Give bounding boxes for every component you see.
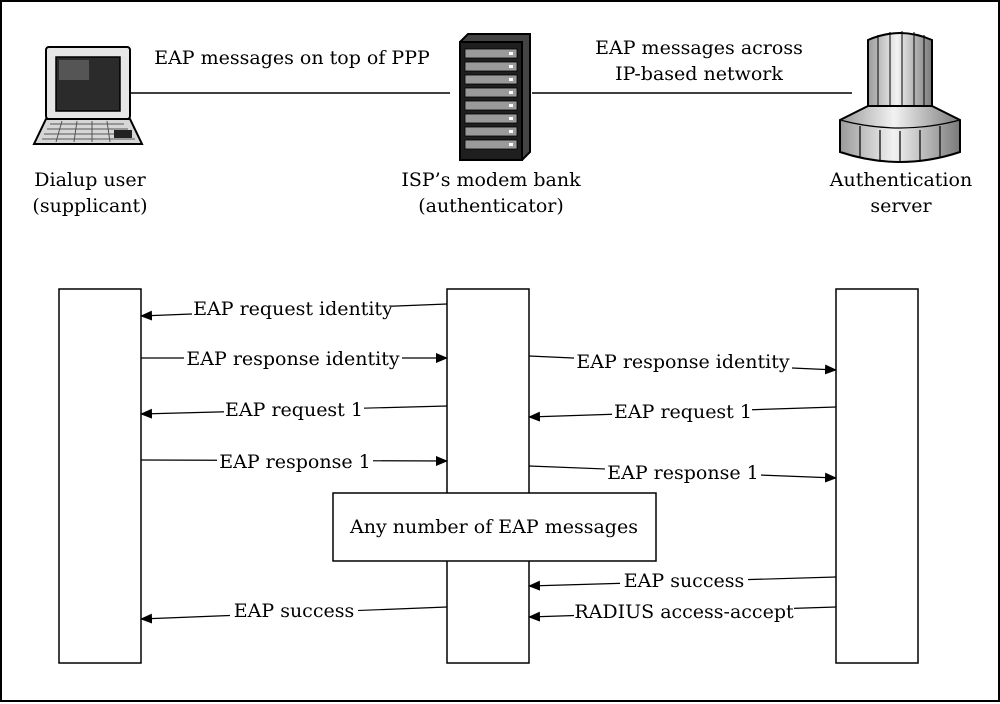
modem-bank-icon: [459, 33, 531, 161]
label-bg: [192, 296, 392, 320]
note-box: [332, 492, 657, 562]
authenticator-label-line1: ISP’s modem bank: [401, 169, 581, 191]
msg-response-1-left: EAP response 1: [219, 451, 370, 473]
supplicant-lifeline: [58, 288, 142, 664]
msg-response-identity-left: EAP response identity: [186, 348, 399, 370]
server-label-line1: Authentication: [829, 169, 972, 191]
link-label-right-line1: EAP messages across: [595, 37, 803, 59]
label-bg: [217, 449, 373, 473]
supplicant-label-line1: Dialup user: [34, 169, 146, 191]
msg-eap-success-left: EAP success: [234, 600, 354, 622]
link-label-left: EAP messages on top of PPP: [154, 47, 430, 69]
server-lifeline: [835, 288, 919, 664]
label-bg: [620, 569, 748, 593]
msg-response-1-right: EAP response 1: [607, 462, 758, 484]
msg-request-1-right: EAP request 1: [614, 401, 752, 423]
laptop-icon: [32, 46, 144, 145]
msg-radius-accept: RADIUS access-accept: [574, 601, 794, 623]
label-bg: [612, 399, 752, 423]
label-bg: [574, 599, 794, 623]
label-bg: [574, 349, 792, 373]
supplicant-label-line2: (supplicant): [32, 195, 147, 217]
server-icon: [839, 31, 961, 163]
server-label-line2: server: [870, 195, 932, 217]
label-bg: [605, 460, 761, 484]
label-bg: [184, 346, 402, 370]
msg-response-identity-right: EAP response identity: [576, 351, 789, 373]
msg-eap-success-right: EAP success: [624, 570, 744, 592]
link-label-right-line2: IP-based network: [615, 63, 783, 85]
msg-request-identity: EAP request identity: [193, 298, 393, 320]
authenticator-lifeline: [446, 288, 530, 664]
authenticator-label-line2: (authenticator): [418, 195, 564, 217]
note-text: Any number of EAP messages: [349, 516, 638, 538]
msg-request-1-left: EAP request 1: [225, 399, 363, 421]
label-bg: [224, 397, 364, 421]
label-bg: [230, 599, 358, 623]
